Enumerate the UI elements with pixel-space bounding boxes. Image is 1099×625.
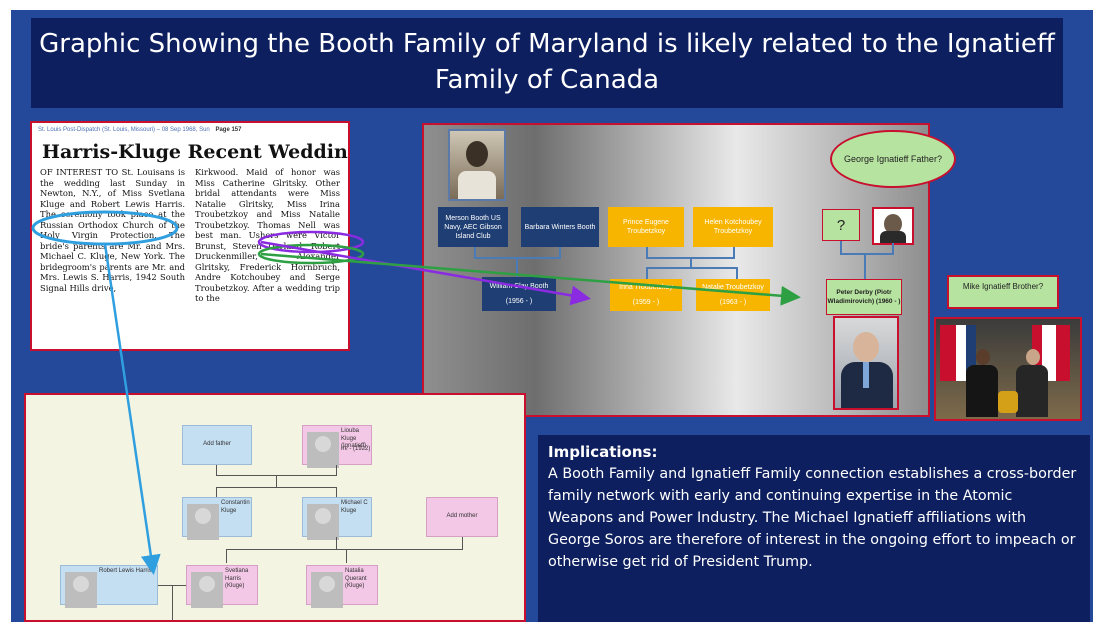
avatar xyxy=(191,572,223,608)
george-ignatieff-ellipse: George Ignatieff Father? xyxy=(830,130,956,188)
irina-troubetzkoy-years: (1959 - ) xyxy=(632,299,660,306)
clipping-column-1: OF INTEREST TO St. Louisans is the weddi… xyxy=(40,167,185,304)
genealogy-panel: Add father Liouba Kluge (Ignatieff) m. -… xyxy=(24,393,526,622)
natalie-troubetzkoy-years: (1963 - ) xyxy=(719,299,747,306)
merson-booth-portrait xyxy=(448,129,506,201)
constantin-kluge-box: Constantin Kluge xyxy=(182,497,252,540)
peter-derby-photo xyxy=(833,316,899,410)
highlight-ellipse-purple xyxy=(257,230,365,254)
barbara-booth-box: Barbara Winters Booth xyxy=(521,207,599,247)
robert-harris-box: Robert Lewis Harris xyxy=(60,565,158,608)
avatar xyxy=(65,572,97,608)
clipping-headline: Harris-Kluge Recent Wedding xyxy=(42,141,350,163)
clipping-source: St. Louis Post-Dispatch (St. Louis, Miss… xyxy=(38,127,156,133)
annotation-arrows xyxy=(31,210,801,575)
arrow-purple xyxy=(260,240,591,306)
george-ignatieff-photo xyxy=(872,207,914,245)
clipping-page: Page 157 xyxy=(215,127,242,133)
avatar xyxy=(187,504,219,540)
william-booth-years: (1956 - ) xyxy=(505,298,533,305)
add-mother-box[interactable]: Add mother xyxy=(426,497,498,537)
peter-derby-box: Peter Derby (Piotr Wladimirovich) (1960 … xyxy=(826,279,902,315)
robert-harris-name: Robert Lewis Harris xyxy=(99,568,152,574)
unknown-parent-box: ? xyxy=(822,209,860,241)
natalia-querant-box: Natalia Querant (Kluge) xyxy=(306,565,378,608)
clipping-column-2: Kirkwood. Maid of honor was Miss Catheri… xyxy=(195,167,340,304)
michael-kluge-name: Michael C Kluge xyxy=(341,500,368,514)
arrow-cyan xyxy=(103,243,161,575)
prince-eugene-box: Prince Eugene Troubetzkoy xyxy=(608,207,684,247)
slide-title: Graphic Showing the Booth Family of Mary… xyxy=(31,18,1063,108)
liouba-kluge-name: Liouba Kluge (Ignatieff) xyxy=(341,428,367,449)
natalie-troubetzkoy-name: Natalie Troubetzkoy xyxy=(702,284,764,291)
ignatieff-meeting-photo xyxy=(934,317,1082,421)
liouba-kluge-years: m. - (1922) xyxy=(341,446,371,452)
clipping-column-1-text: OF INTEREST TO St. Louisans is the weddi… xyxy=(40,167,185,293)
arrow-green xyxy=(260,252,801,306)
avatar xyxy=(307,432,339,468)
liouba-kluge-box: Liouba Kluge (Ignatieff) m. - (1922) xyxy=(302,425,372,468)
add-father-box[interactable]: Add father xyxy=(182,425,252,465)
constantin-kluge-name: Constantin Kluge xyxy=(221,500,250,514)
avatar xyxy=(307,504,339,540)
michael-kluge-box: Michael C Kluge xyxy=(302,497,372,540)
irina-troubetzkoy-name: Irina Troubetzkoy xyxy=(619,284,673,291)
svetlana-harris-box: Svetlana Harris (Kluge) xyxy=(186,565,258,608)
svetlana-harris-name: Svetlana Harris (Kluge) xyxy=(225,568,249,589)
clipping-column-2-text: Kirkwood. Maid of honor was Miss Catheri… xyxy=(195,167,340,303)
helen-kotchoubey-box: Helen Kotchoubey Troubetzkoy xyxy=(693,207,773,247)
highlight-ellipse-cyan xyxy=(31,210,179,246)
highlight-ellipse-green xyxy=(257,243,365,265)
implications-heading: Implications: xyxy=(548,443,658,461)
avatar xyxy=(311,572,343,608)
implications-text: A Booth Family and Ignatieff Family conn… xyxy=(548,466,1077,570)
mike-ignatieff-box: Mike Ignatieff Brother? xyxy=(947,275,1059,309)
merson-booth-box: Merson Booth US Navy, AEC Gibson Island … xyxy=(438,207,508,247)
implications-box: Implications: A Booth Family and Ignatie… xyxy=(538,435,1090,622)
clipping-date: 08 Sep 1968, Sun xyxy=(161,127,210,133)
natalia-querant-name: Natalia Querant (Kluge) xyxy=(345,568,367,589)
slide: Graphic Showing the Booth Family of Mary… xyxy=(11,10,1093,622)
clipping-source-line: St. Louis Post-Dispatch (St. Louis, Miss… xyxy=(38,127,242,133)
